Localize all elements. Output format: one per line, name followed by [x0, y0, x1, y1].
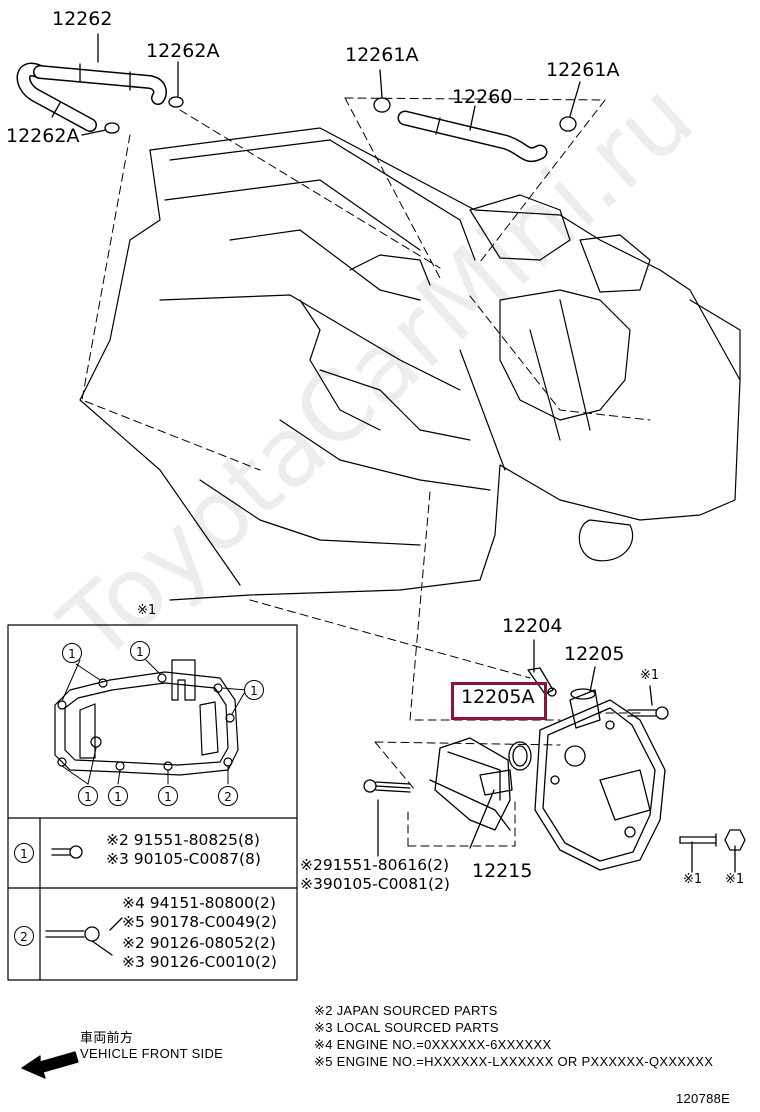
inset-box — [7, 624, 298, 981]
inset-row2-pn-d: ※3 90126-C0010(2) — [122, 953, 277, 971]
inset-bolt-icon-2 — [45, 917, 123, 956]
inset-row2-pn-b: ※5 90178-C0049(2) — [122, 913, 277, 931]
clamp-12261A-right — [559, 116, 577, 132]
label-12215: 12215 — [472, 860, 533, 882]
vehicle-front-en: VEHICLE FRONT SIDE — [80, 1046, 224, 1061]
inset-bolt-icon-1 — [51, 845, 83, 859]
inset-row2-pn-c: ※2 90126-08052(2) — [122, 934, 276, 952]
inset-callout-4: 1 — [78, 786, 98, 806]
inset-row2-pn-a: ※4 94151-80800(2) — [122, 894, 276, 912]
label-12205A: 12205A — [461, 686, 535, 708]
vehicle-front-jp: 車両前方 — [80, 1031, 134, 1046]
stud-12204 — [527, 667, 557, 697]
note-engine-no-5: ※5 ENGINE NO.=HXXXXXX-LXXXXXX OR PXXXXXX… — [314, 1054, 714, 1069]
bolt-left — [363, 779, 411, 793]
thermostat-housing-12215 — [429, 737, 513, 831]
label-12261A-right: 12261A — [546, 59, 620, 81]
stud-right — [679, 833, 717, 847]
inset-callout-5: 1 — [108, 786, 128, 806]
bolt-left-pn-a: ※291551-80616(2) — [300, 856, 450, 874]
nut-right — [724, 829, 746, 851]
bolt-left-pn-b: ※390105-C0081(2) — [300, 875, 450, 893]
inset-row2-number: 2 — [14, 926, 34, 946]
inset-callout-2: 1 — [130, 641, 150, 661]
ref-inset: ※1 — [137, 603, 157, 618]
gasket-12205A — [508, 741, 532, 771]
inset-callout-8: 2 — [218, 786, 238, 806]
inset-callout-3: 1 — [244, 680, 264, 700]
hose-12260 — [397, 110, 548, 163]
inset-row1-pn-a: ※2 91551-80825(8) — [106, 831, 260, 849]
ref-nut: ※1 — [725, 872, 745, 887]
figure-id: 120788E — [676, 1091, 731, 1106]
inset-callout-7: 1 — [158, 786, 178, 806]
inset-row1-pn-b: ※3 90105-C0087(8) — [106, 850, 261, 868]
ref-stud: ※1 — [683, 872, 703, 887]
inset-row1-number: 1 — [14, 843, 34, 863]
hose-12262 — [16, 62, 167, 132]
highlight-12205A — [451, 682, 547, 720]
note-local-sourced: ※3 LOCAL SOURCED PARTS — [314, 1020, 499, 1035]
water-outlet-12205 — [534, 688, 666, 871]
inset-callout-1: 1 — [62, 643, 82, 663]
engine-block — [79, 127, 741, 601]
note-japan-sourced: ※2 JAPAN SOURCED PARTS — [314, 1003, 498, 1018]
bolt-right-top — [627, 706, 669, 720]
clamp-12262A-left — [104, 122, 120, 134]
label-12262A-top: 12262A — [146, 40, 220, 62]
label-12205: 12205 — [564, 643, 625, 665]
vehicle-front-arrow — [21, 1051, 79, 1079]
label-12261A-left: 12261A — [345, 44, 419, 66]
clamp-12261A-left — [373, 97, 391, 113]
label-12260: 12260 — [452, 86, 513, 108]
label-12262: 12262 — [52, 8, 113, 30]
label-12204: 12204 — [502, 615, 563, 637]
clamp-12262A-top — [168, 96, 184, 108]
label-12262A-left: 12262A — [6, 125, 80, 147]
inset-gasket — [54, 659, 239, 776]
note-engine-no-4: ※4 ENGINE NO.=0XXXXXX-6XXXXXX — [314, 1037, 552, 1052]
ref-bolt-top: ※1 — [640, 668, 660, 683]
